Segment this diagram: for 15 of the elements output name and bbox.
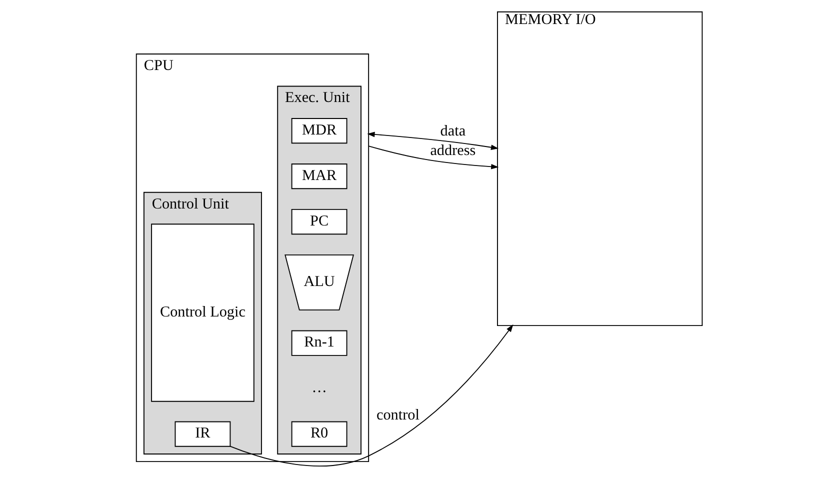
arrow xyxy=(366,132,498,150)
edge-label: control xyxy=(376,406,419,424)
node-box: MAR xyxy=(290,164,347,190)
edge-label: address xyxy=(430,142,476,160)
label: … xyxy=(311,379,326,396)
node-box: R0 xyxy=(290,421,347,447)
arrow xyxy=(229,324,513,467)
node-box: MDR xyxy=(290,118,347,144)
node-box: Rn-1 xyxy=(290,330,347,356)
node-box: PC xyxy=(290,208,347,235)
node-box: Control Logic xyxy=(150,224,254,402)
node-box: MEMORY I/O xyxy=(496,11,702,326)
node-box: IR xyxy=(174,421,230,447)
arrow xyxy=(368,146,498,170)
edge-label: data xyxy=(440,122,466,140)
